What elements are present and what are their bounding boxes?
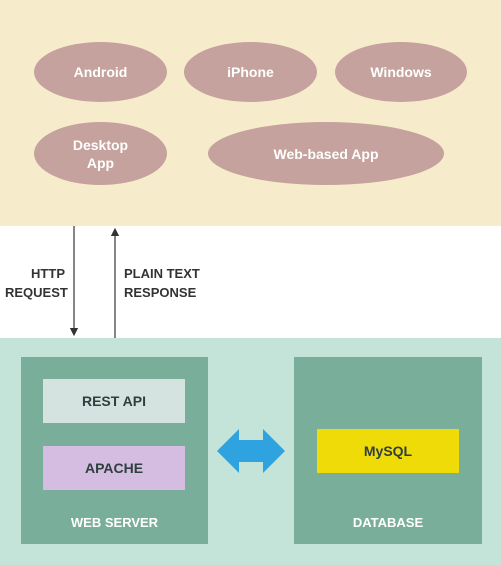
mysql-box: MySQL bbox=[317, 429, 459, 473]
web-server-panel: REST API APACHE WEB SERVER bbox=[21, 357, 208, 544]
database-panel: MySQL DATABASE bbox=[294, 357, 482, 544]
plain-text-response-label: PLAIN TEXT RESPONSE bbox=[124, 266, 200, 300]
windows-client: Windows bbox=[335, 42, 467, 102]
windows-label: Windows bbox=[370, 64, 432, 80]
backend-section: REST API APACHE WEB SERVER MySQL DATABAS… bbox=[0, 338, 501, 565]
mysql-label: MySQL bbox=[363, 443, 413, 459]
http-request-label: HTTP REQUEST bbox=[5, 266, 68, 300]
web-app-label: Web-based App bbox=[273, 145, 379, 162]
apache-box: APACHE bbox=[43, 446, 185, 490]
desktop-app-client: Desktop App bbox=[34, 122, 167, 185]
iphone-client: iPhone bbox=[184, 42, 317, 102]
clients-section: Android iPhone Windows Desktop App Web-b… bbox=[0, 0, 501, 226]
web-app-client: Web-based App bbox=[208, 122, 444, 185]
request-response-arrows bbox=[69, 226, 120, 338]
database-title: DATABASE bbox=[352, 515, 424, 530]
sync-double-arrow bbox=[217, 429, 285, 473]
apache-label: APACHE bbox=[84, 460, 144, 476]
iphone-label: iPhone bbox=[227, 64, 274, 80]
rest-api-label: REST API bbox=[81, 393, 147, 409]
android-client: Android bbox=[34, 42, 167, 102]
desktop-app-label: Desktop App bbox=[72, 136, 129, 171]
web-server-title: WEB SERVER bbox=[70, 515, 159, 530]
rest-api-box: REST API bbox=[43, 379, 185, 423]
android-label: Android bbox=[73, 64, 128, 80]
